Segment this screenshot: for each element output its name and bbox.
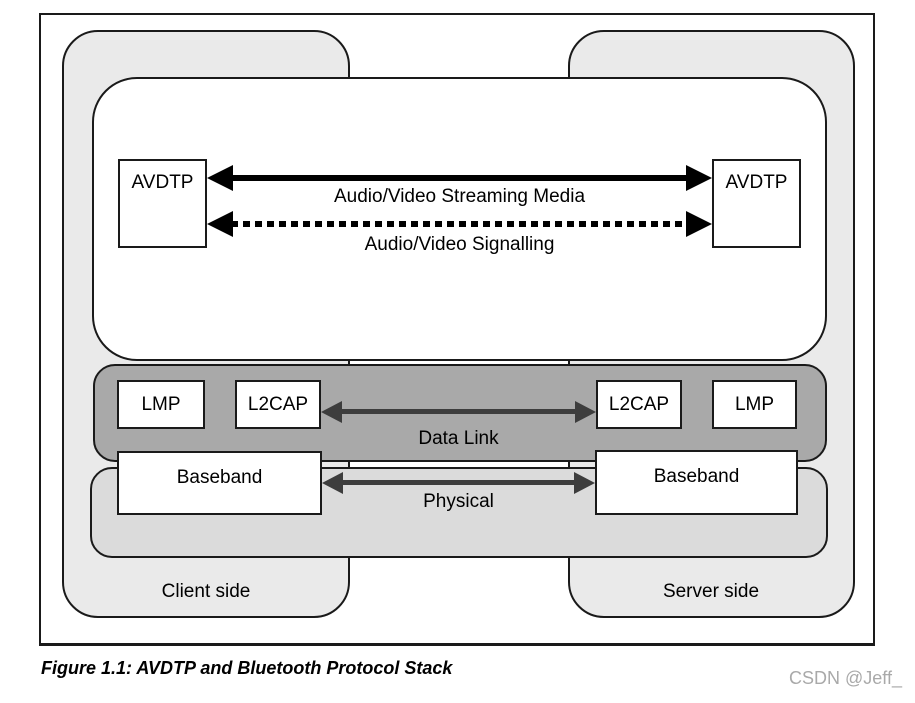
streaming-media-arrow xyxy=(207,165,712,191)
arrow-head-left-icon xyxy=(322,472,343,494)
lmp-box-server: LMP xyxy=(712,380,797,429)
avdtp-box-client: AVDTP xyxy=(118,159,207,248)
signalling-arrow xyxy=(207,211,712,237)
arrow-head-right-icon xyxy=(686,165,712,191)
datalink-label: Data Link xyxy=(418,428,499,449)
lmp-box-client: LMP xyxy=(117,380,205,429)
watermark: CSDN @Jeff_ xyxy=(789,668,902,688)
l2cap-box-client: L2CAP xyxy=(235,380,321,429)
figure-caption: Figure 1.1: AVDTP and Bluetooth Protocol… xyxy=(41,658,453,678)
arrow-shaft-dotted xyxy=(231,221,688,227)
arrow-head-right-icon xyxy=(574,472,595,494)
arrow-shaft xyxy=(342,480,575,485)
baseband-box-server: Baseband xyxy=(595,450,798,515)
arrow-head-left-icon xyxy=(207,211,233,237)
arrow-shaft xyxy=(341,409,576,414)
arrow-head-right-icon xyxy=(686,211,712,237)
arrow-head-right-icon xyxy=(575,401,596,423)
figure-frame: AVDTP AVDTP Audio/Video Streaming Media … xyxy=(39,13,875,646)
signalling-label: Audio/Video Signalling xyxy=(364,234,555,255)
l2cap-box-server: L2CAP xyxy=(596,380,682,429)
baseband-box-client: Baseband xyxy=(117,451,322,515)
arrow-head-left-icon xyxy=(321,401,342,423)
arrow-shaft xyxy=(231,175,688,181)
server-side-label: Server side xyxy=(662,581,760,602)
client-side-label: Client side xyxy=(161,581,251,602)
arrow-head-left-icon xyxy=(207,165,233,191)
avdtp-box-server: AVDTP xyxy=(712,159,801,248)
datalink-arrow xyxy=(321,400,596,424)
physical-label: Physical xyxy=(423,491,494,512)
physical-arrow xyxy=(322,471,595,495)
streaming-media-label: Audio/Video Streaming Media xyxy=(333,186,586,207)
